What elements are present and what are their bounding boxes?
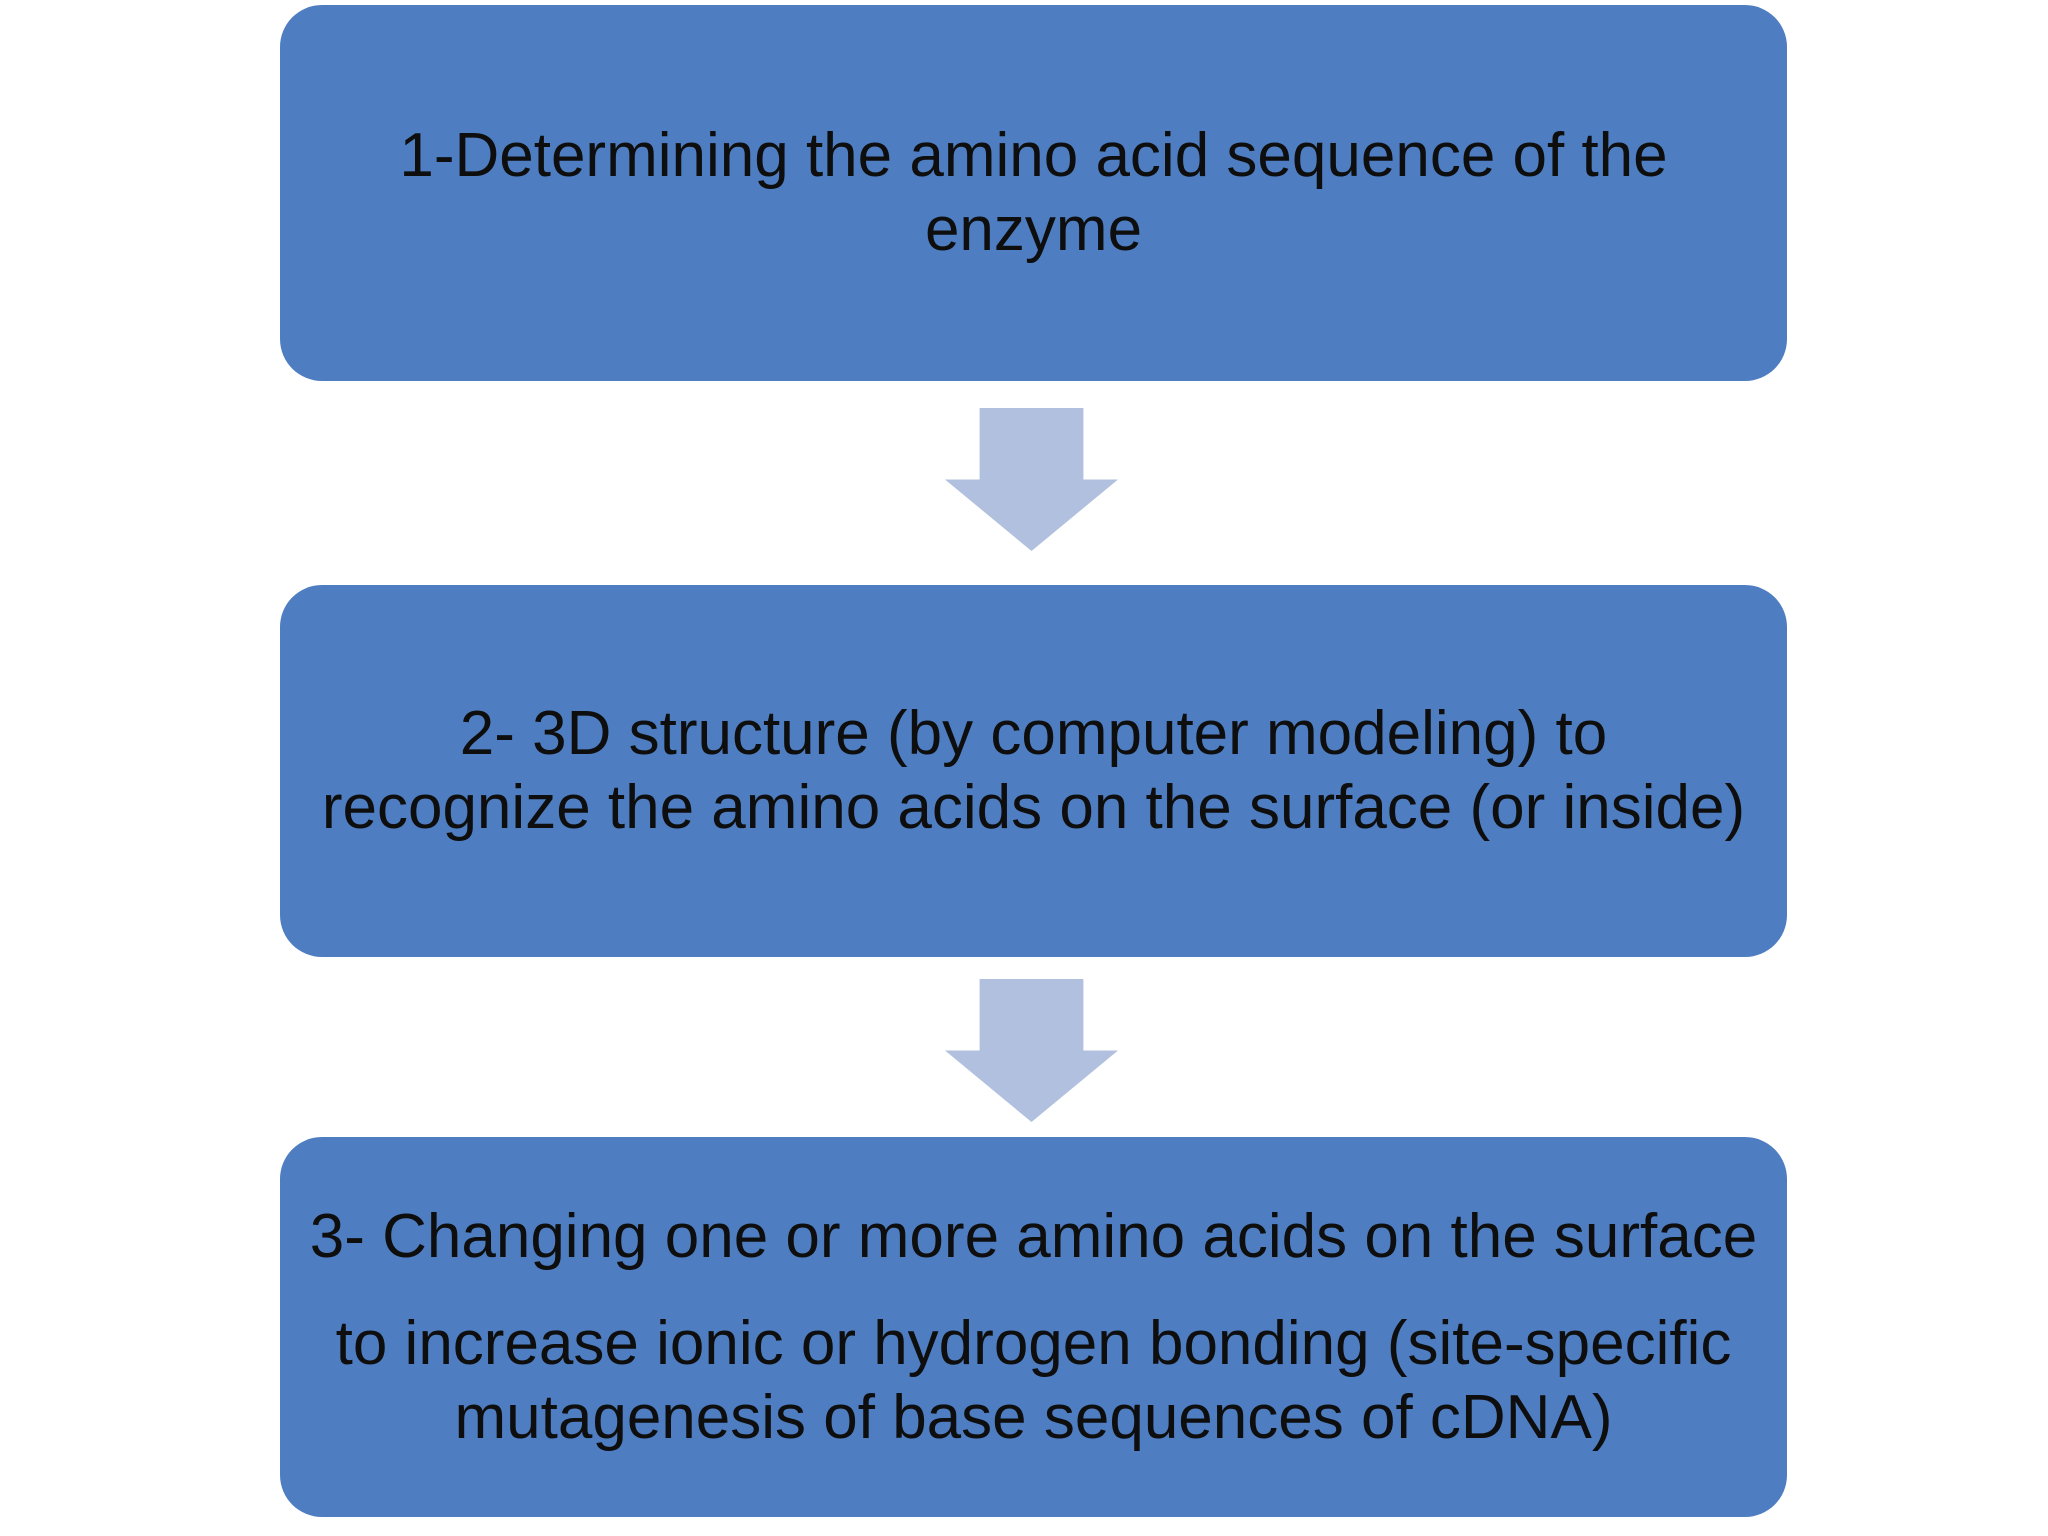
step-3-text-line-3: mutagenesis of base sequences of cDNA)	[454, 1382, 1613, 1452]
step-3-paragraph-2: to increase ionic or hydrogen bonding (s…	[336, 1307, 1732, 1455]
down-arrow-icon	[945, 408, 1118, 551]
down-arrow-icon	[945, 979, 1118, 1122]
step-3-text-line-2: to increase ionic or hydrogen bonding (s…	[335, 1308, 1732, 1378]
step-2-text-line-1: 2- 3D structure (by computer modeling) t…	[459, 699, 1608, 768]
step-1-box: 1-Determining the amino acid sequence of…	[280, 5, 1787, 381]
step-2-text-line-2: recognize the amino acids on the surface…	[321, 773, 1746, 842]
step-1-text-line-1: 1-Determining the amino acid sequence of…	[399, 121, 1668, 190]
step-3-box: 3- Changing one or more amino acids on t…	[280, 1137, 1787, 1517]
step-3-text-line-1: 3- Changing one or more amino acids on t…	[309, 1201, 1758, 1271]
step-3-paragraph-1: 3- Changing one or more amino acids on t…	[310, 1200, 1758, 1274]
step-1-text-line-2: enzyme	[924, 195, 1143, 264]
step-2-box: 2- 3D structure (by computer modeling) t…	[280, 585, 1787, 957]
